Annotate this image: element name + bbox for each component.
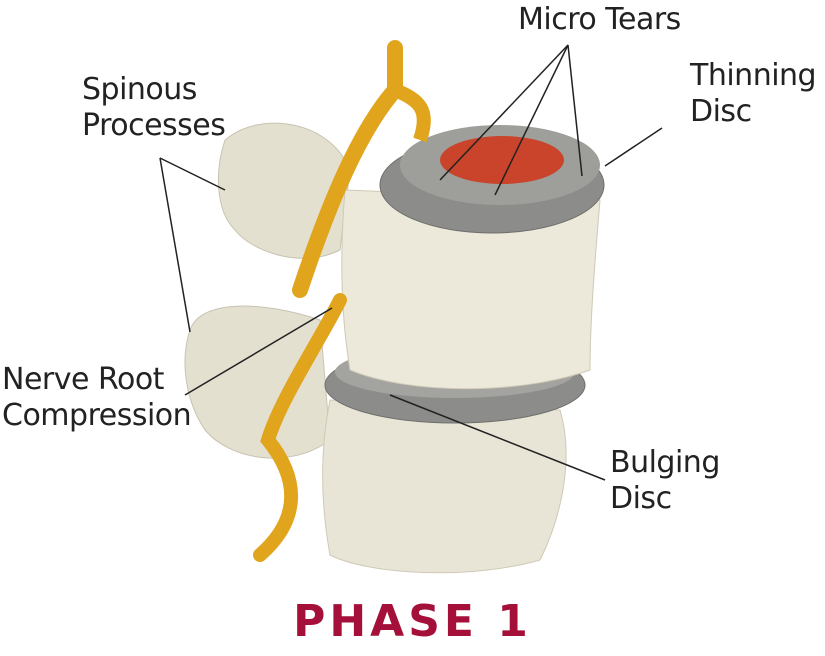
label-line: Bulging	[610, 445, 720, 480]
label-line: Disc	[610, 481, 672, 516]
upper-vertebral-body	[341, 189, 601, 390]
label-line: Nerve Root	[2, 362, 164, 397]
label-line: Processes	[82, 108, 226, 143]
leader-lines	[159, 44, 663, 481]
nerve-root-lower	[253, 293, 347, 562]
label-bulging-disc: Bulging Disc	[610, 445, 720, 517]
lower-vertebral-body	[322, 399, 567, 574]
label-nerve-root-compression: Nerve Root Compression	[2, 362, 192, 434]
label-line: Disc	[690, 94, 752, 129]
label-micro-tears: Micro Tears	[518, 2, 681, 37]
label-thinning-disc: Thinning Disc	[690, 58, 817, 130]
label-line: Spinous	[82, 72, 197, 107]
label-spinous-processes: Spinous Processes	[82, 72, 226, 144]
nerve-root-upper	[292, 40, 403, 298]
phase-title: PHASE 1	[293, 596, 532, 647]
label-line: Compression	[2, 398, 192, 433]
label-line: Thinning	[690, 58, 817, 93]
